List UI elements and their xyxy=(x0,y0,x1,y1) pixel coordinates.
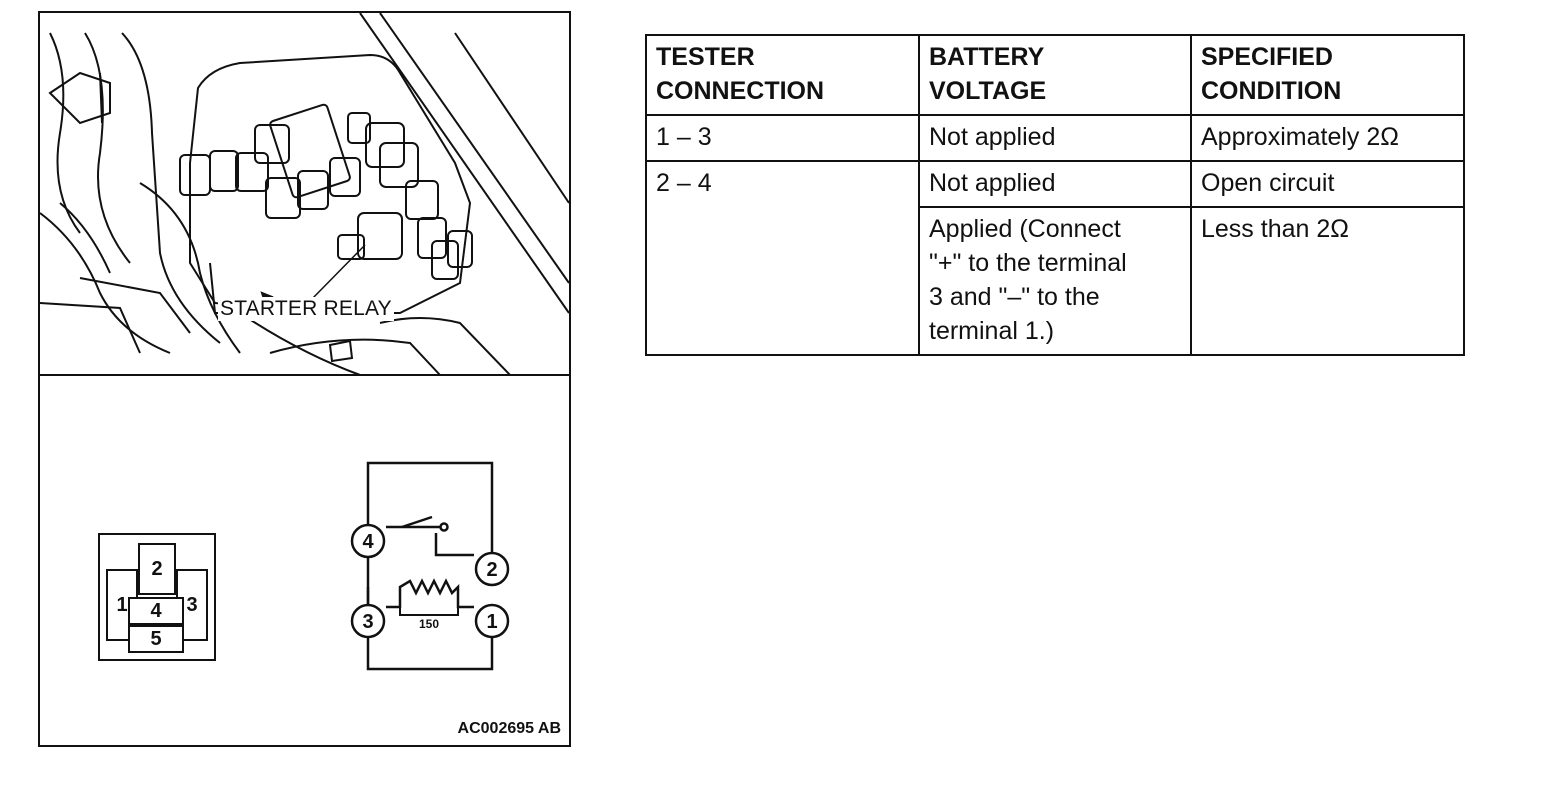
circuit-terminal-1-label: 1 xyxy=(486,611,497,633)
header-specified-condition: SPECIFIED CONDITION xyxy=(1190,34,1465,116)
cell-text: Not applied xyxy=(929,123,1056,151)
cell-text: 1 – 3 xyxy=(656,123,712,151)
cell-condition: Approximately 2Ω xyxy=(1190,114,1465,162)
table-header-row: TESTER CONNECTION BATTERY VOLTAGE SPECIF… xyxy=(645,34,1465,116)
figure-code: AC002695 AB xyxy=(457,720,561,737)
table-row: 2 – 4 Not applied Open circuit xyxy=(645,160,1465,356)
cell-text: Not applied xyxy=(929,169,1056,197)
cell-connection: 2 – 4 xyxy=(645,160,920,356)
terminal-4-label: 4 xyxy=(150,599,162,622)
figure-panel: STARTER RELAY 1 3 2 4 5 4 2 xyxy=(38,11,571,747)
cell-text: 2 – 4 xyxy=(656,169,712,197)
table-row: Applied (Connect "+" to the terminal 3 a… xyxy=(646,206,1465,356)
relay-circuit-diagram: 4 2 3 1 150 xyxy=(350,461,510,671)
circuit-terminal-3-label: 3 xyxy=(362,611,373,633)
cell-text: Open circuit xyxy=(1201,169,1335,197)
cell-voltage: Not applied xyxy=(918,114,1192,162)
cell-text: Applied (Connect "+" to the terminal 3 a… xyxy=(929,215,1127,345)
resistor-value-label: 150 xyxy=(419,617,439,631)
cell-voltage: Not applied xyxy=(918,160,1192,208)
terminal-2: 2 xyxy=(138,543,176,595)
cell-text: Approximately 2Ω xyxy=(1201,123,1399,151)
circuit-terminal-4-label: 4 xyxy=(362,531,374,553)
terminal-1-label: 1 xyxy=(116,593,128,616)
circuit-terminal-2-label: 2 xyxy=(486,559,497,581)
header-text: SPECIFIED CONDITION xyxy=(1201,43,1342,105)
header-tester-connection: TESTER CONNECTION xyxy=(645,34,920,116)
relay-connector-face: 1 3 2 4 5 xyxy=(98,533,216,661)
engine-bay-illustration xyxy=(40,13,569,376)
terminal-5: 5 xyxy=(128,625,184,653)
circuit-terminal-2 xyxy=(474,551,510,587)
header-text: TESTER CONNECTION xyxy=(656,43,825,105)
cell-condition: Less than 2Ω xyxy=(1190,206,1465,356)
header-battery-voltage: BATTERY VOLTAGE xyxy=(918,34,1192,116)
table-row: 1 – 3 Not applied Approximately 2Ω xyxy=(645,114,1465,162)
cell-condition: Open circuit xyxy=(1190,160,1465,208)
terminal-2-label: 2 xyxy=(151,557,163,580)
cell-text: Less than 2Ω xyxy=(1201,215,1349,243)
circuit-terminal-1 xyxy=(474,603,510,639)
terminal-4: 4 xyxy=(128,597,184,625)
terminal-3-label: 3 xyxy=(186,593,198,616)
relay-spec-table: TESTER CONNECTION BATTERY VOLTAGE SPECIF… xyxy=(645,34,1465,356)
header-text: BATTERY VOLTAGE xyxy=(929,43,1047,105)
coil-resistor xyxy=(386,578,474,609)
starter-relay-callout: STARTER RELAY xyxy=(218,297,394,321)
terminal-5-label: 5 xyxy=(150,627,162,650)
cell-connection: 1 – 3 xyxy=(645,114,920,162)
cell-voltage: Applied (Connect "+" to the terminal 3 a… xyxy=(918,206,1192,356)
